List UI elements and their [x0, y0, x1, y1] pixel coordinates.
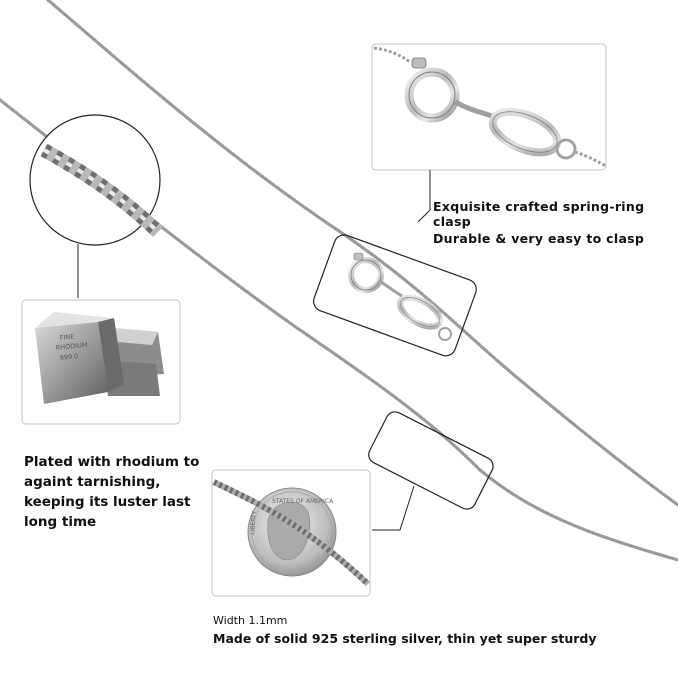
coin-comparison-box: STATES OF AMERICA LIBERTY — [211, 469, 371, 597]
rhodium-callout: Plated with rhodium to againt tarnishing… — [24, 454, 200, 530]
coin-text-top: STATES OF AMERICA — [272, 498, 334, 505]
width-callout-line2: Made of solid 925 sterling silver, thin … — [213, 631, 597, 646]
connector-clasp — [417, 170, 431, 223]
width-highlight-box — [368, 411, 494, 510]
coin-text-side: LIBERTY — [249, 510, 258, 535]
width-callout-line1: Width 1.1mm — [213, 614, 288, 627]
ingot-text-3: 999.0 — [59, 352, 78, 362]
clasp-detail-box — [371, 43, 607, 171]
rhodium-ingot-box: FINE RHODIUM 999.0 — [21, 299, 181, 425]
chain-strand-upper — [46, 0, 678, 507]
connector-width — [372, 485, 415, 531]
clasp-callout-line1: Exquisite crafted spring-ring clasp — [433, 199, 645, 229]
clasp-on-chain — [348, 252, 452, 341]
clasp-highlight-box — [312, 234, 477, 357]
clasp-callout-line2: Durable & very easy to clasp — [433, 231, 645, 246]
ingot-text-2: RHODIUM — [55, 341, 87, 352]
ingot-text-1: FINE — [59, 333, 74, 342]
magnified-chain-circle — [29, 114, 163, 246]
